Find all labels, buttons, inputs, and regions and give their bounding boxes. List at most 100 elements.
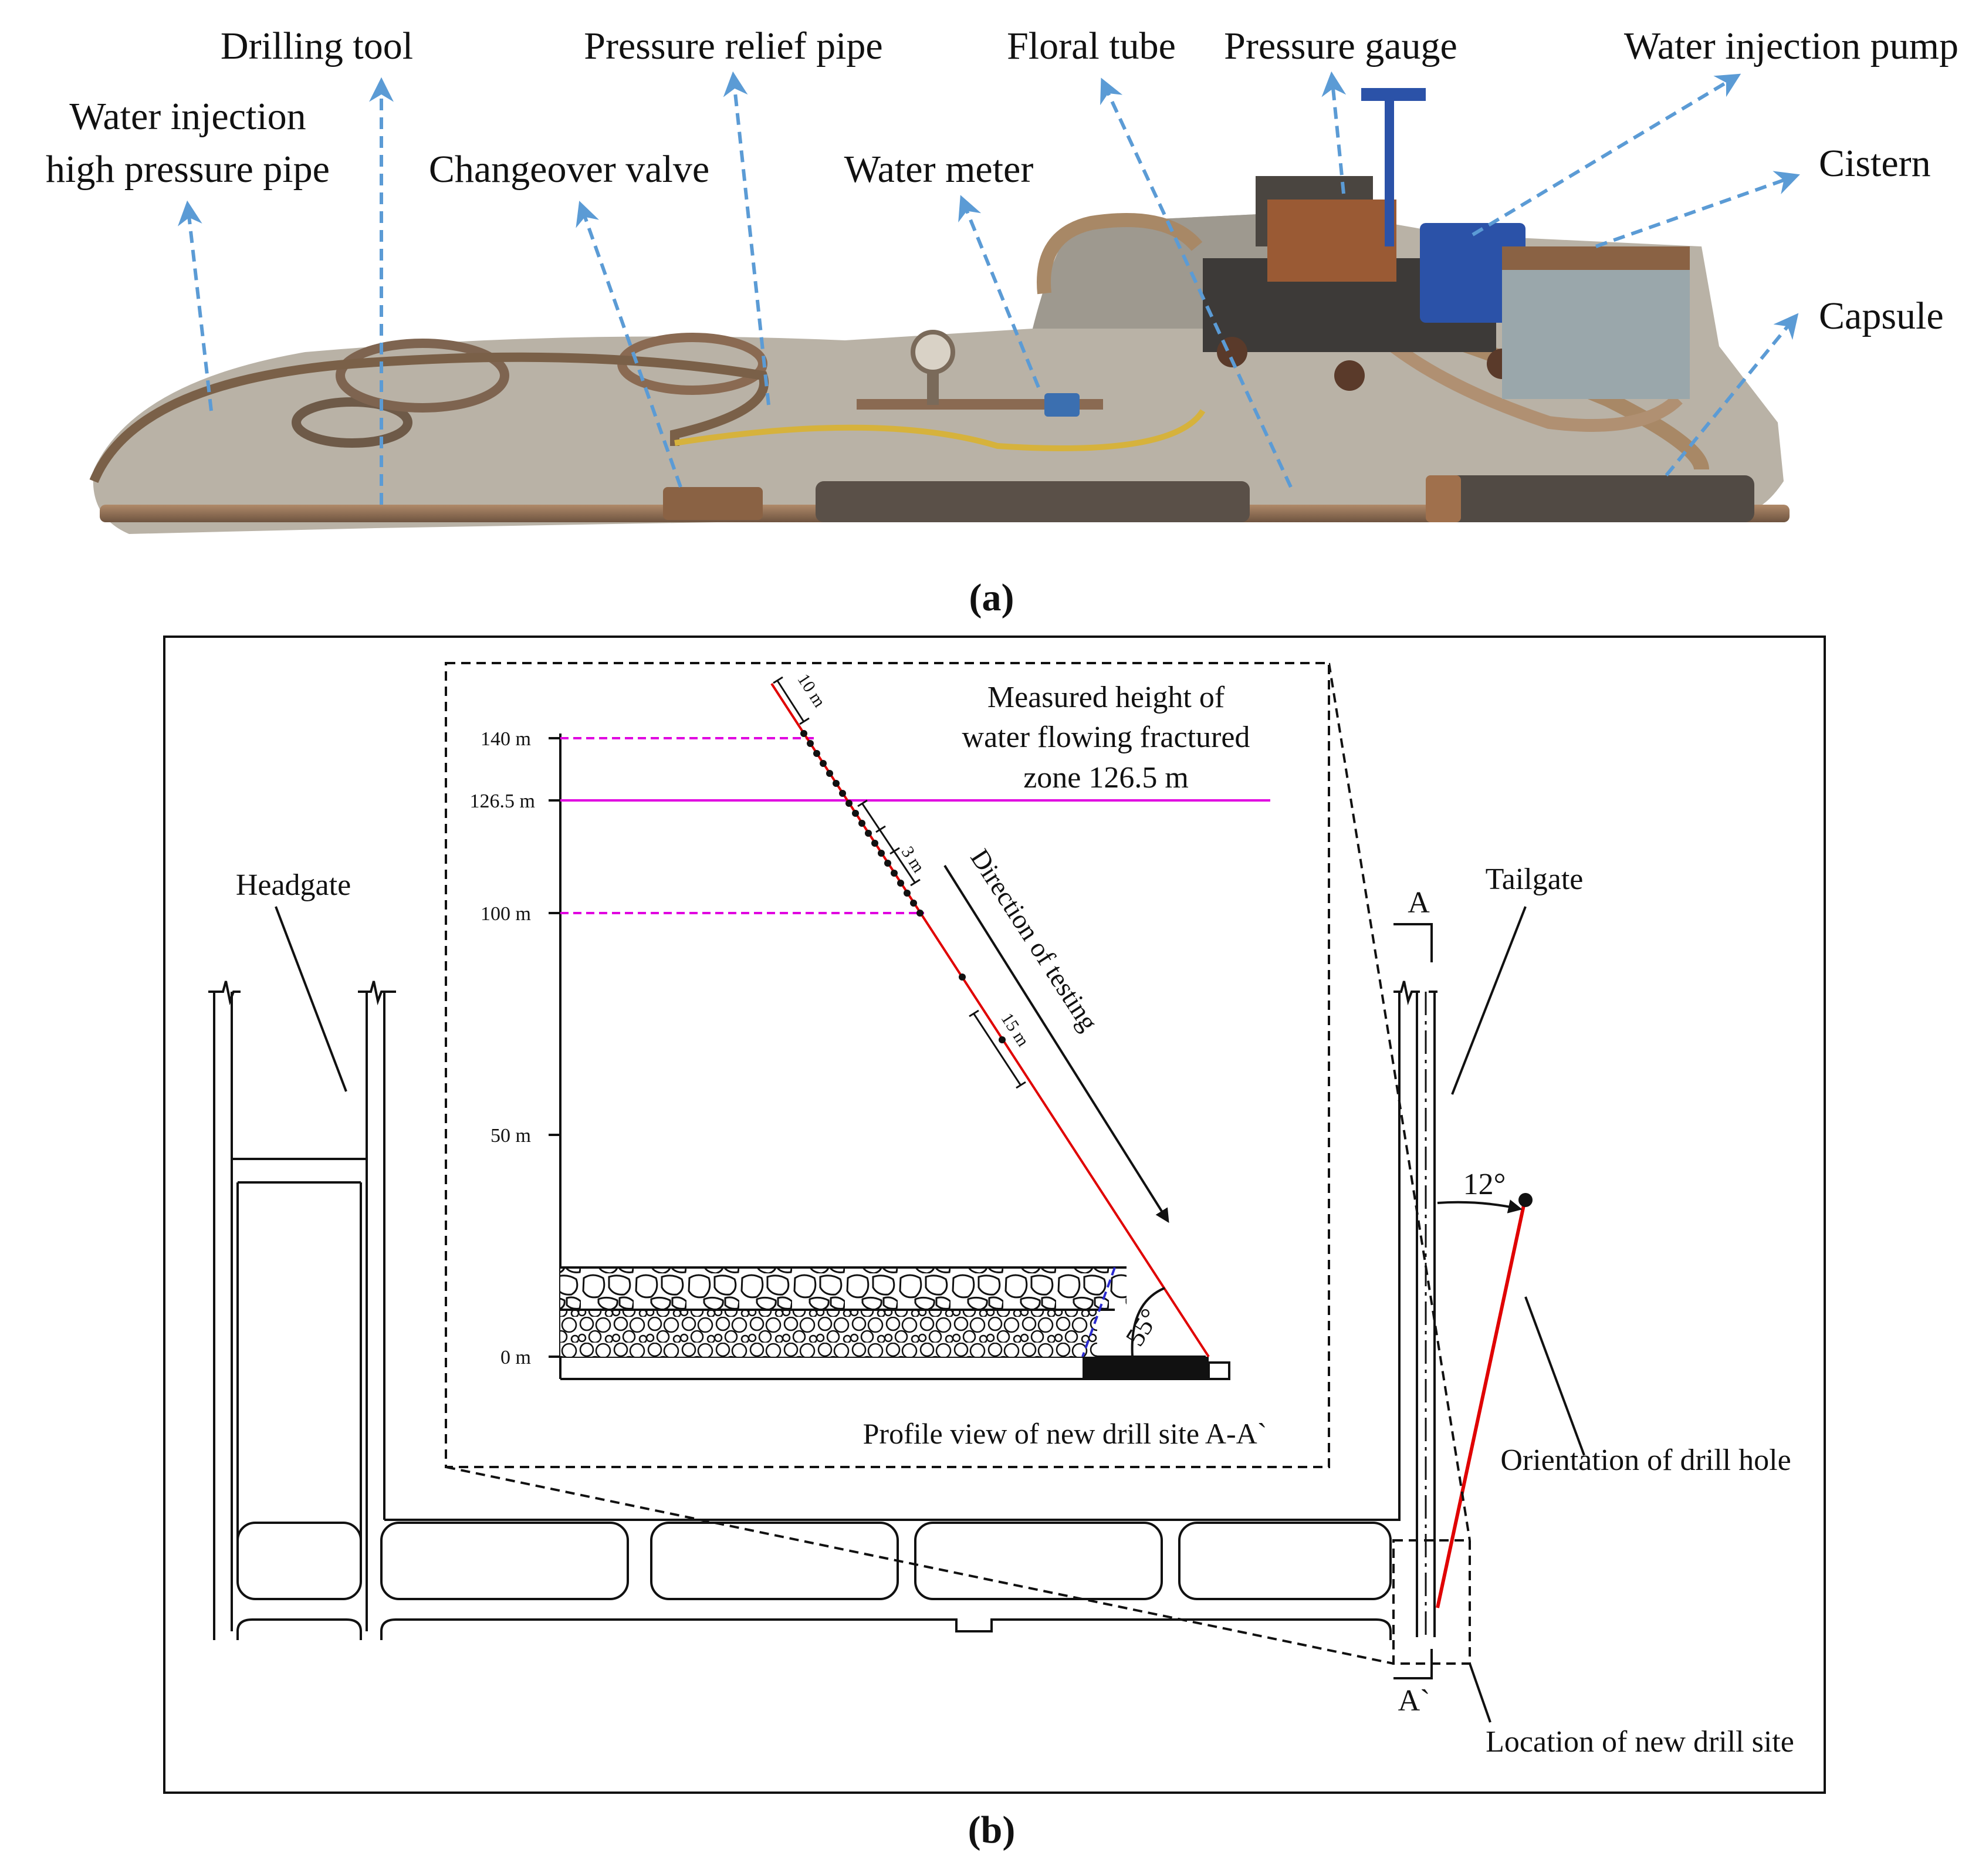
headgate-crosscut [232, 1158, 367, 1578]
label-pressure-relief-pipe: Pressure relief pipe [584, 25, 882, 67]
zoom-guide-bottom [445, 1466, 1394, 1665]
zoom-guides [445, 662, 1471, 1665]
caption-a: (a) [969, 576, 1014, 619]
measurement-point [865, 830, 872, 837]
section-marker-a-prime [1393, 1649, 1433, 1679]
caption-b: (b) [968, 1809, 1016, 1851]
height-tick-label-0: 0 m [500, 1347, 531, 1368]
measurement-point [897, 880, 904, 887]
height-tick-label-140: 140 m [481, 728, 531, 750]
measurement-point [833, 780, 840, 787]
measurement-point [999, 1036, 1006, 1043]
callout-arrow-cistern [1595, 171, 1800, 248]
label-water-injection-pump: Water injection pump [1624, 25, 1959, 67]
dimension-15m [969, 1009, 1026, 1089]
label-orientation-of-drill-hole: Orientation of drill hole [1500, 1444, 1791, 1477]
angle-12-arc [1437, 1199, 1523, 1214]
panel-a-labels: Water injection high pressure pipe Drill… [46, 25, 1959, 337]
water-injection-pump-motor [1420, 223, 1525, 323]
dimension-3m [857, 799, 921, 887]
profile-title-line1: Measured height of [987, 681, 1225, 714]
callout-arrow-capsule [1665, 313, 1799, 476]
measurement-point [916, 910, 924, 917]
measurement-point [839, 790, 846, 797]
measurement-point [871, 840, 878, 847]
yellow-hose [674, 409, 1206, 451]
water-meter-body [1044, 393, 1080, 417]
measurement-point [800, 730, 807, 737]
pump-handle [1385, 94, 1394, 246]
pillar [1178, 1522, 1392, 1600]
tailgate-break-marks [1393, 981, 1437, 1006]
caved-zone-large-rubble [560, 1267, 1127, 1309]
angle-55-arc [1131, 1287, 1165, 1357]
label-water-injection-line2: high pressure pipe [46, 148, 330, 191]
drill-rod [816, 481, 1250, 522]
headgate-roadway [213, 992, 385, 1640]
measurement-points [800, 730, 1006, 1043]
hose-coil [292, 397, 412, 448]
zoom-guide-top [1328, 662, 1471, 1541]
callout-arrow-water-injection-pump [1472, 73, 1741, 236]
label-pressure-gauge: Pressure gauge [1224, 25, 1457, 67]
measurement-point [904, 890, 911, 897]
measurement-point [878, 850, 885, 857]
direction-of-testing-arrow [943, 864, 1169, 1223]
pillar [380, 1522, 629, 1600]
hose [1037, 213, 1203, 295]
cart-wheel [1334, 360, 1365, 391]
label-capsule: Capsule [1819, 295, 1944, 337]
measurement-point [807, 740, 814, 747]
panel-a-callout-arrows [177, 71, 1800, 505]
profile-title: Measured height of water flowing fractur… [962, 681, 1250, 795]
roadway-plan [208, 981, 1437, 1640]
capsule-collar [1426, 475, 1461, 522]
panel-b-frame [163, 636, 1826, 1794]
height-tick-label-126-5: 126.5 m [470, 790, 535, 812]
leader-tailgate [1451, 906, 1527, 1095]
section-marker-a [1393, 923, 1433, 962]
profile-caption: Profile view of new drill site A-A` [863, 1417, 1267, 1450]
measurement-point [959, 974, 966, 981]
manifold-pipe [857, 399, 1103, 410]
measurement-point [845, 800, 853, 807]
pillar [650, 1522, 899, 1600]
profile-title-line2: water flowing fractured [962, 721, 1250, 754]
label-water-meter: Water meter [844, 148, 1034, 191]
pillar-lower-row [236, 1618, 1392, 1640]
label-tailgate: Tailgate [1486, 863, 1584, 896]
hose [89, 352, 769, 484]
label-section-a: A [1408, 886, 1430, 920]
measurement-point [826, 770, 833, 777]
callout-arrow-water-meter [958, 195, 1040, 388]
label-floral-tube: Floral tube [1007, 25, 1176, 67]
profile-title-line3: zone 126.5 m [1023, 761, 1189, 795]
measurement-point [852, 810, 859, 817]
label-cistern: Cistern [1819, 142, 1931, 185]
measurement-point [813, 750, 820, 757]
pillar [914, 1522, 1163, 1600]
dimension-10m [773, 676, 810, 725]
measurement-point [858, 820, 865, 827]
height-tick-labels: 140 m 126.5 m 100 m 50 m 0 m [470, 728, 535, 1368]
gauge-stem [927, 370, 939, 405]
height-ticks [549, 737, 560, 1358]
callout-arrow-changeover-valve [576, 201, 682, 488]
panel-a-photo [89, 88, 1790, 534]
caved-zone-small-rubble [560, 1310, 1097, 1357]
label-location-of-new-drill-site: Location of new drill site [1486, 1725, 1794, 1759]
spacing-dimensions [773, 676, 1026, 1089]
leader-lines [275, 906, 1585, 1723]
label-changeover-valve: Changeover valve [429, 148, 709, 191]
headgate-break-marks [208, 981, 396, 1006]
leader-headgate [275, 906, 347, 1092]
measurement-point [910, 900, 917, 907]
height-tick-label-100: 100 m [481, 903, 531, 925]
measurement-point [891, 870, 898, 877]
callout-arrow-high-pressure-pipe [177, 200, 213, 411]
capsule-body [1426, 475, 1754, 522]
section-markers [1393, 923, 1433, 1679]
drill-hole-orientation-line [1436, 1196, 1527, 1608]
label-angle-12: 12° [1463, 1168, 1506, 1201]
pump-handle-bar [1361, 88, 1426, 101]
